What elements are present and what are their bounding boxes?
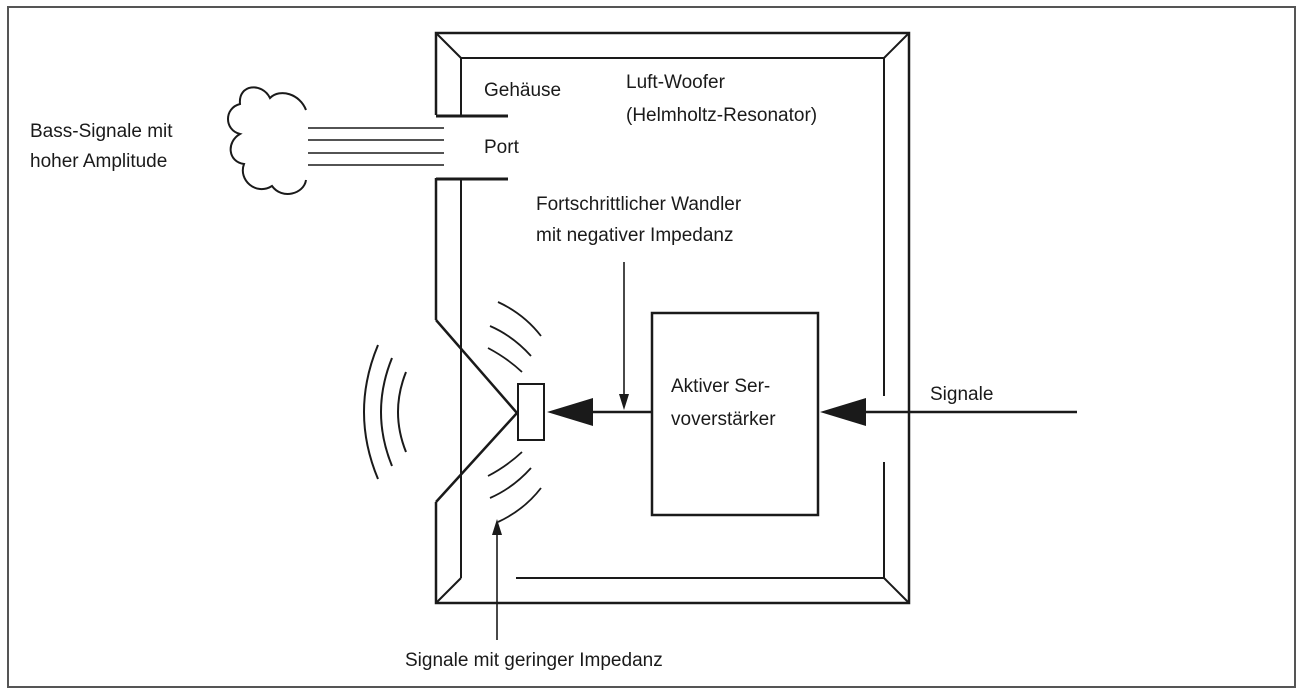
label-bass-signale-1: Bass-Signale mit	[30, 121, 173, 142]
cloud-shape	[227, 86, 307, 195]
enclosure-outer	[434, 31, 911, 605]
bevel-top-right	[883, 32, 910, 59]
label-signale: Signale	[930, 384, 993, 405]
sound-waves-inner-upper	[487, 301, 542, 373]
sound-waves-inner-lower	[487, 451, 542, 523]
transducer-block	[517, 383, 545, 441]
label-wandler-2: mit negativer Impedanz	[536, 225, 734, 246]
label-gehaeuse: Gehäuse	[484, 80, 561, 101]
label-port: Port	[484, 137, 520, 158]
bevel-top-left	[435, 32, 462, 59]
label-wandler-1: Fortschrittlicher Wandler	[536, 194, 742, 215]
label-servo-1: Aktiver Ser-	[671, 376, 770, 397]
arrow-signal-input-head	[820, 398, 866, 426]
label-luft-woofer-2: (Helmholtz-Resonator)	[626, 105, 817, 126]
enclosure-inner-right-lower	[516, 462, 885, 579]
label-signale-geringe-impedanz: Signale mit geringer Impedanz	[405, 650, 663, 671]
bevel-bottom-left	[435, 577, 462, 604]
label-servo-2: voverstärker	[671, 409, 776, 430]
bevel-bottom-right	[883, 577, 910, 604]
pointer-low-impedance-head	[492, 519, 502, 535]
label-bass-signale-2: hoher Amplitude	[30, 151, 167, 172]
driver-cone	[435, 319, 519, 503]
label-luft-woofer-1: Luft-Woofer	[626, 72, 726, 93]
enclosure-inner	[460, 57, 885, 396]
servo-amplifier-box	[650, 311, 820, 517]
arrow-servo-to-transducer-head	[547, 398, 593, 426]
sound-waves-outer	[363, 344, 407, 480]
pointer-wandler-head	[619, 394, 629, 410]
page-frame	[7, 6, 1296, 688]
